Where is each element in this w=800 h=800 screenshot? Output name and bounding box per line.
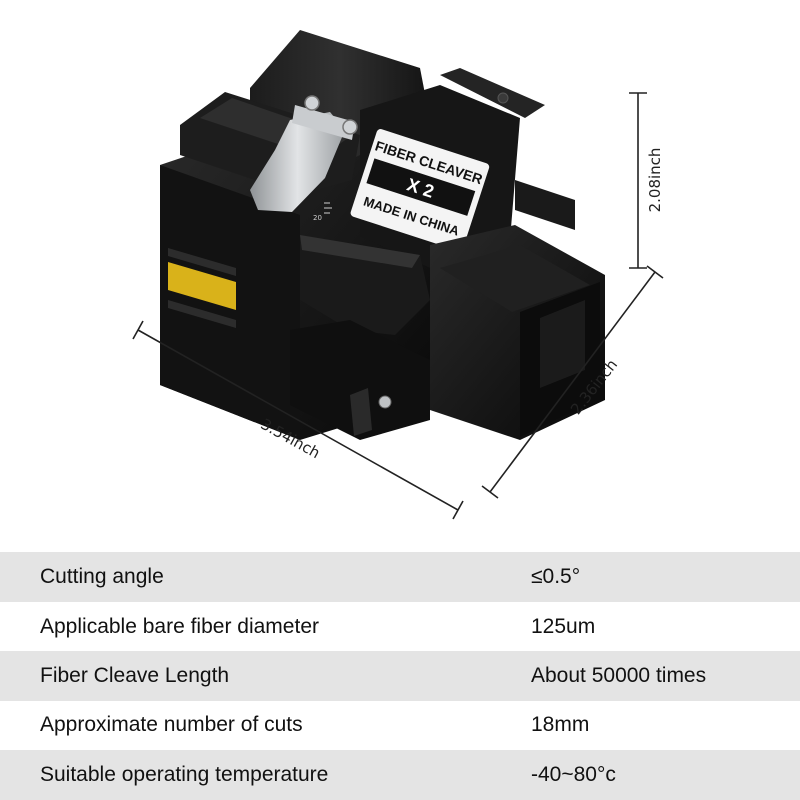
spec-table: Cutting angle ≤0.5° Applicable bare fibe…: [0, 552, 800, 800]
screw-right: [342, 119, 358, 135]
spec-name: Applicable bare fiber diameter: [40, 615, 319, 638]
spec-row-number-of-cuts: Approximate number of cuts 18mm: [0, 700, 800, 750]
lower-foot: [290, 320, 430, 440]
spec-name: Suitable operating temperature: [40, 763, 329, 786]
scale-text: 20: [313, 214, 322, 222]
dimension-height: 2.08inch: [629, 92, 664, 269]
spec-value: About 50000 times: [531, 664, 707, 687]
steel-clamp: [250, 112, 345, 212]
spec-row-operating-temperature: Suitable operating temperature -40~80°c: [0, 750, 800, 800]
spec-value: ≤0.5°: [531, 565, 581, 588]
spec-row-cleave-length: Fiber Cleave Length About 50000 times: [0, 651, 800, 701]
height-label: 2.08inch: [646, 148, 664, 213]
spec-value: 125um: [531, 615, 596, 638]
spec-name: Approximate number of cuts: [40, 713, 303, 736]
screw-left: [304, 95, 320, 111]
spec-value: 18mm: [531, 713, 590, 736]
product-illustration: 20 FIBER CLEAVER X 2 MADE IN CHINA: [132, 30, 664, 520]
spec-value: -40~80°c: [531, 763, 616, 786]
product-photo: 20 FIBER CLEAVER X 2 MADE IN CHINA: [132, 30, 664, 520]
spec-row-fiber-diameter: Applicable bare fiber diameter 125um: [0, 602, 800, 652]
yellow-strip: [168, 262, 236, 310]
spec-row-cutting-angle: Cutting angle ≤0.5°: [0, 552, 800, 602]
spec-name: Cutting angle: [40, 565, 164, 588]
scale-marks: 20: [313, 202, 332, 222]
spec-name: Fiber Cleave Length: [40, 664, 230, 687]
